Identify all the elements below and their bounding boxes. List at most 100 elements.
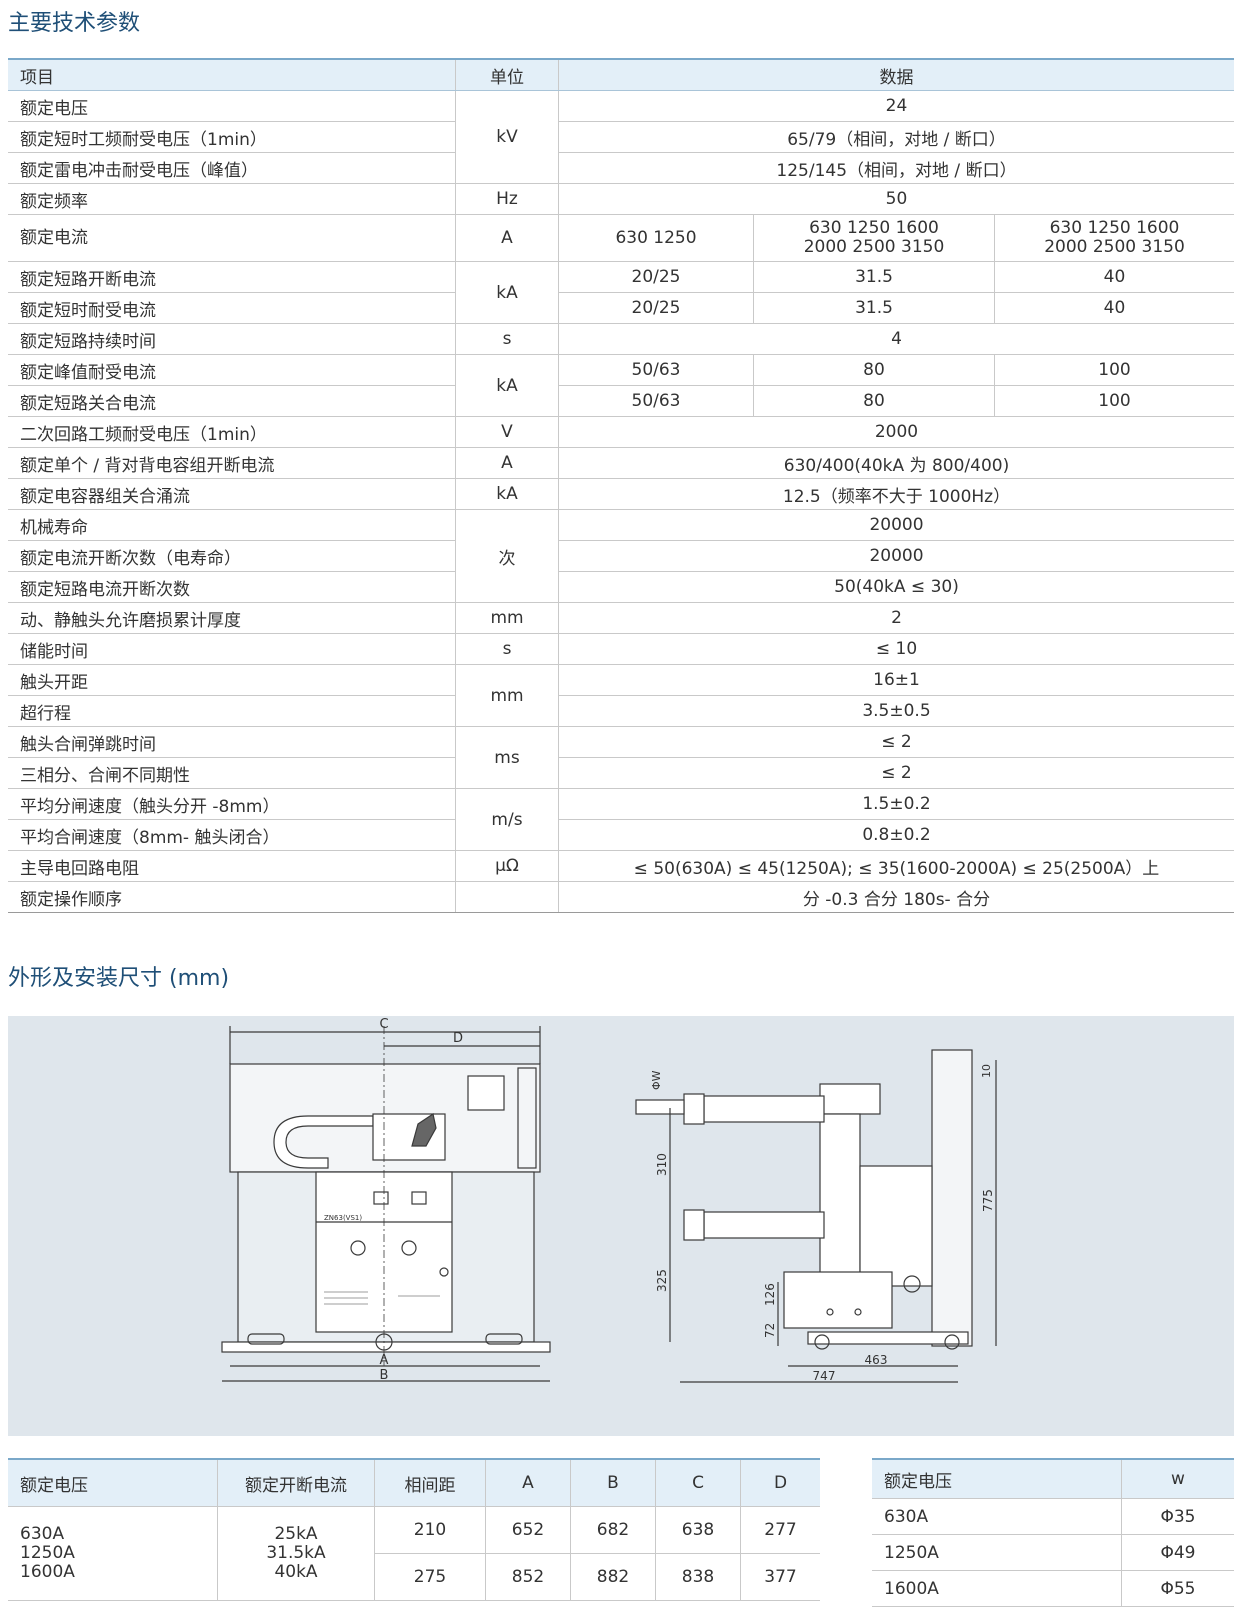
dims-cell: 377	[740, 1553, 820, 1601]
dim-label-c: C	[379, 1017, 388, 1032]
table-row: 额定电压 kV 24	[8, 90, 1234, 184]
row-unit: s	[455, 323, 559, 355]
dims-cell: 277	[740, 1506, 820, 1554]
table-row: 平均分闸速度（触头分开 -8mm） m/s 1.5±0.2	[8, 788, 1234, 851]
dims-cell: 638	[655, 1506, 741, 1554]
table-row: 平均合闸速度（8mm- 触头闭合） 0.8±0.2	[8, 819, 1234, 851]
upper-contact	[683, 1093, 705, 1125]
crank-mark	[903, 1275, 921, 1293]
lower-conductor	[703, 1211, 825, 1239]
row-item: 额定电容器组关合涌流	[8, 478, 456, 510]
table-row: 额定单个 / 背对背电容组开断电流 A 630/400(40kA 为 800/4…	[8, 447, 1234, 479]
row-item: 额定短路关合电流	[8, 385, 456, 417]
dims-header: 相间距	[374, 1458, 486, 1507]
row-unit: A	[455, 447, 559, 479]
value-line: 2000 2500 3150	[803, 237, 945, 257]
table-row: 储能时间 s ≤ 10	[8, 633, 1234, 665]
w-cell: Φ55	[1121, 1570, 1234, 1607]
row-item: 额定短路持续时间	[8, 323, 456, 355]
row-value: 65/79（相间，对地 / 断口）	[558, 121, 1234, 153]
row-value: 20000	[558, 540, 1234, 572]
row-item: 主导电回路电阻	[8, 850, 456, 882]
dim-label-310: 310	[655, 1153, 669, 1176]
front-view: ZN63(VS1) C D A B	[221, 1017, 551, 1383]
spec-header-row: 项目 单位 数据	[8, 58, 1234, 91]
wheel-left	[247, 1333, 285, 1345]
row-value: 50(40kA ≤ 30)	[558, 571, 1234, 603]
table-row: 额定短时工频耐受电压（1min） 65/79（相间，对地 / 断口）	[8, 121, 1234, 153]
row-item: 平均合闸速度（8mm- 触头闭合）	[8, 819, 456, 851]
row-item: 额定电流开断次数（电寿命）	[8, 540, 456, 572]
dim-label-463: 463	[865, 1353, 888, 1367]
table-row: 额定短路电流开断次数 50(40kA ≤ 30)	[8, 571, 1234, 603]
dim-label-747: 747	[813, 1369, 836, 1383]
dims-cell: 275	[374, 1553, 486, 1601]
header-unit: 单位	[455, 58, 559, 91]
w-cell: Φ49	[1121, 1534, 1234, 1571]
table-row: 额定短路关合电流 50/63 80 100	[8, 385, 1234, 417]
dim-label-325: 325	[655, 1269, 669, 1292]
dims-header: A	[485, 1458, 571, 1507]
row-item: 额定雷电冲击耐受电压（峰值）	[8, 152, 456, 184]
value-line: 630 1250 1600	[809, 218, 939, 238]
row-value: 50	[558, 183, 1234, 215]
row-item: 额定峰值耐受电流	[8, 354, 456, 386]
panel-model-label: ZN63(VS1)	[324, 1214, 362, 1222]
row-unit: kA	[455, 354, 559, 417]
row-value: ≤ 10	[558, 633, 1234, 665]
table-row: 主导电回路电阻 μΩ ≤ 50(630A) ≤ 45(1250A); ≤ 35(…	[8, 850, 1234, 882]
row-value: 50/63	[558, 354, 754, 386]
dim-label-d: D	[453, 1031, 463, 1046]
table-row: 275 852 882 838 377	[8, 1553, 820, 1601]
w-header: w	[1121, 1458, 1234, 1499]
indicator	[373, 1191, 389, 1205]
w-header-row: 额定电压 w	[872, 1458, 1234, 1499]
wheel-rear	[944, 1334, 960, 1350]
upper-terminal	[635, 1099, 685, 1115]
dim-label-a: A	[380, 1353, 389, 1368]
row-item: 超行程	[8, 695, 456, 727]
base-frame	[221, 1341, 551, 1353]
table-row: 二次回路工频耐受电压（1min） V 2000	[8, 416, 1234, 448]
table-row: 630A Φ35	[872, 1498, 1234, 1535]
row-value: 50/63	[558, 385, 754, 417]
row-item: 储能时间	[8, 633, 456, 665]
table-row: 动、静触头允许磨损累计厚度 mm 2	[8, 602, 1234, 634]
table-row: 触头开距 mm 16±1	[8, 664, 1234, 727]
row-value: 20/25	[558, 261, 754, 293]
row-unit: kA	[455, 261, 559, 324]
row-item: 触头合闸弹跳时间	[8, 726, 456, 758]
row-item: 额定短时耐受电流	[8, 292, 456, 324]
upper-bracket	[819, 1083, 881, 1115]
row-unit: Hz	[455, 183, 559, 215]
row-value: 630/400(40kA 为 800/400)	[558, 447, 1234, 479]
dims-cell: 838	[655, 1553, 741, 1601]
table-row: 超行程 3.5±0.5	[8, 695, 1234, 727]
dim-label-126: 126	[763, 1283, 777, 1306]
row-item: 额定单个 / 背对背电容组开断电流	[8, 447, 456, 479]
section-title-dimensions: 外形及安装尺寸 (mm)	[8, 966, 230, 991]
wheel-front	[814, 1334, 830, 1350]
row-value: 16±1	[558, 664, 1234, 696]
dim-label-72: 72	[763, 1323, 777, 1338]
wheel-right	[485, 1333, 523, 1345]
table-row: 1600A Φ55	[872, 1570, 1234, 1607]
row-item: 额定短时工频耐受电压（1min）	[8, 121, 456, 153]
dim-label-775: 775	[981, 1189, 995, 1212]
dim-label-b: B	[380, 1368, 389, 1383]
value-line: 2000 2500 3150	[1044, 237, 1185, 257]
row-unit: μΩ	[455, 850, 559, 882]
side-base	[807, 1331, 969, 1345]
mechanism-box	[859, 1165, 933, 1287]
row-unit: A	[455, 214, 559, 262]
row-value: 3.5±0.5	[558, 695, 1234, 727]
on-button	[401, 1240, 417, 1256]
voltage-line: 1250A	[20, 1543, 75, 1563]
table-row: 额定电容器组关合涌流 kA 12.5（频率不大于 1000Hz）	[8, 478, 1234, 510]
lower-contact	[683, 1209, 705, 1241]
table-row: 额定电流开断次数（电寿命） 20000	[8, 540, 1234, 572]
